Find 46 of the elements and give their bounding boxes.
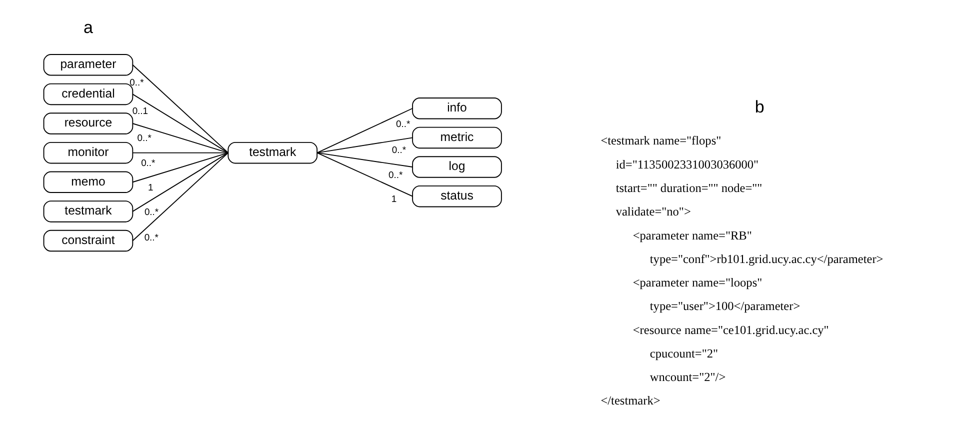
connector [132, 94, 228, 154]
node-box: testmark [227, 142, 318, 164]
node-box: log [412, 156, 502, 178]
label: <testmark name="flops" [600, 134, 721, 148]
label: <resource name="ce101.grid.ucy.ac.cy" [632, 322, 828, 337]
label: b [754, 98, 764, 117]
label: tstart="" duration="" node="" [615, 180, 762, 195]
node-box: parameter [42, 54, 133, 76]
edge-label: 0..* [144, 232, 158, 244]
label: a [82, 18, 92, 38]
connector [316, 152, 413, 197]
edge-label: 0..* [140, 158, 155, 170]
connector [132, 152, 228, 183]
label: <parameter name="RB" [632, 228, 752, 242]
connector [132, 152, 228, 242]
connector [132, 64, 228, 154]
edge-label: 1 [148, 182, 153, 194]
node-box: resource [42, 112, 133, 134]
edge-label: 0..* [136, 132, 151, 144]
edge-label: 0..* [388, 170, 402, 181]
connector [132, 152, 228, 212]
edge-label: 0..1 [132, 106, 148, 117]
label: </testmark> [600, 394, 660, 408]
label: type="user">100</parameter> [649, 299, 800, 314]
label: type="conf">rb101.grid.ucy.ac.cy</parameter> [649, 252, 883, 266]
edge-label: 0..* [144, 206, 158, 218]
node-box: metric [412, 126, 502, 149]
edge-label: 1 [390, 194, 396, 206]
connector [316, 108, 413, 154]
connector [132, 123, 228, 154]
node-box: constraint [42, 230, 133, 252]
node-box: status [412, 185, 502, 208]
node-box: monitor [42, 142, 133, 164]
edge-label: 0..* [391, 145, 406, 156]
node-box: testmark [42, 200, 133, 222]
connector [316, 152, 413, 168]
node-box: info [412, 98, 502, 120]
label: <parameter name="loops" [632, 276, 762, 290]
label: wncount="2"/> [649, 370, 726, 384]
connector [132, 152, 228, 154]
label: validate="no"> [615, 204, 690, 219]
label: cpucount="2" [649, 346, 718, 360]
label: id="1135002331003036000" [615, 157, 758, 172]
connector [316, 137, 413, 154]
edge-label: 0..* [396, 119, 410, 130]
node-box: memo [42, 171, 133, 193]
